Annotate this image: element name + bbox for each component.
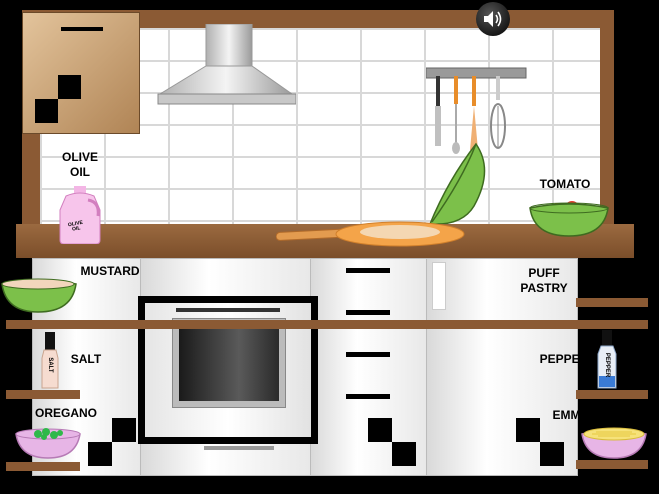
shelf-left-3 bbox=[6, 462, 80, 471]
emmental-label: EMMENTAL bbox=[552, 408, 620, 422]
shelf-left-1 bbox=[6, 320, 140, 329]
pastry-board bbox=[276, 221, 465, 247]
shelf-counter-mid bbox=[140, 320, 648, 329]
salt-label: SALT bbox=[70, 352, 102, 366]
pepper-bottle[interactable] bbox=[594, 330, 620, 390]
oven-handle bbox=[176, 308, 280, 312]
oven-base-vent bbox=[204, 446, 274, 450]
checker-pattern-center bbox=[368, 418, 416, 466]
cabinet-glass-panel bbox=[432, 262, 446, 310]
wall-cabinet bbox=[22, 12, 140, 134]
salt-bottle-text: SALT bbox=[47, 357, 53, 373]
emmental-bowl[interactable] bbox=[580, 424, 648, 460]
range-hood bbox=[157, 24, 296, 105]
drawer-handle-4 bbox=[346, 394, 390, 399]
pepper-bottle-text: PEPPER bbox=[604, 352, 610, 378]
olive-oil-bottle[interactable] bbox=[56, 186, 104, 244]
shelf-right-1 bbox=[576, 298, 648, 307]
salt-bottle[interactable] bbox=[38, 332, 62, 390]
cabinet-handle bbox=[61, 27, 103, 31]
oregano-label: OREGANO bbox=[34, 406, 97, 420]
olive-oil-label: OLIVE OIL bbox=[61, 150, 98, 179]
drawer-handle-1 bbox=[346, 268, 390, 273]
checker-pattern-right bbox=[516, 418, 564, 466]
oregano-bowl[interactable] bbox=[14, 424, 82, 460]
tomato-label: TOMATO bbox=[539, 177, 591, 191]
speaker-icon bbox=[484, 11, 502, 27]
mustard-label: MUSTARD bbox=[80, 264, 140, 278]
drawer-handle-3 bbox=[346, 352, 390, 357]
sound-toggle-button[interactable] bbox=[476, 2, 510, 36]
mixing-bowl-tilted bbox=[428, 142, 486, 225]
tomato-bowl[interactable] bbox=[528, 196, 610, 238]
pepper-label: PEPPER bbox=[539, 352, 589, 366]
shelf-right-2 bbox=[576, 390, 648, 399]
shelf-right-3 bbox=[576, 460, 648, 469]
cabinet-checker-pattern bbox=[35, 75, 81, 123]
puff-pastry-label: PUFF PASTRY bbox=[520, 266, 568, 295]
oven-window bbox=[172, 318, 286, 408]
oven bbox=[138, 296, 318, 444]
utensil-rack bbox=[426, 67, 527, 154]
drawer-handle-2 bbox=[346, 310, 390, 315]
checker-pattern-left bbox=[88, 418, 136, 466]
mustard-bowl[interactable] bbox=[0, 274, 78, 314]
lower-cabinet-right bbox=[426, 258, 578, 476]
shelf-left-2 bbox=[6, 390, 80, 399]
